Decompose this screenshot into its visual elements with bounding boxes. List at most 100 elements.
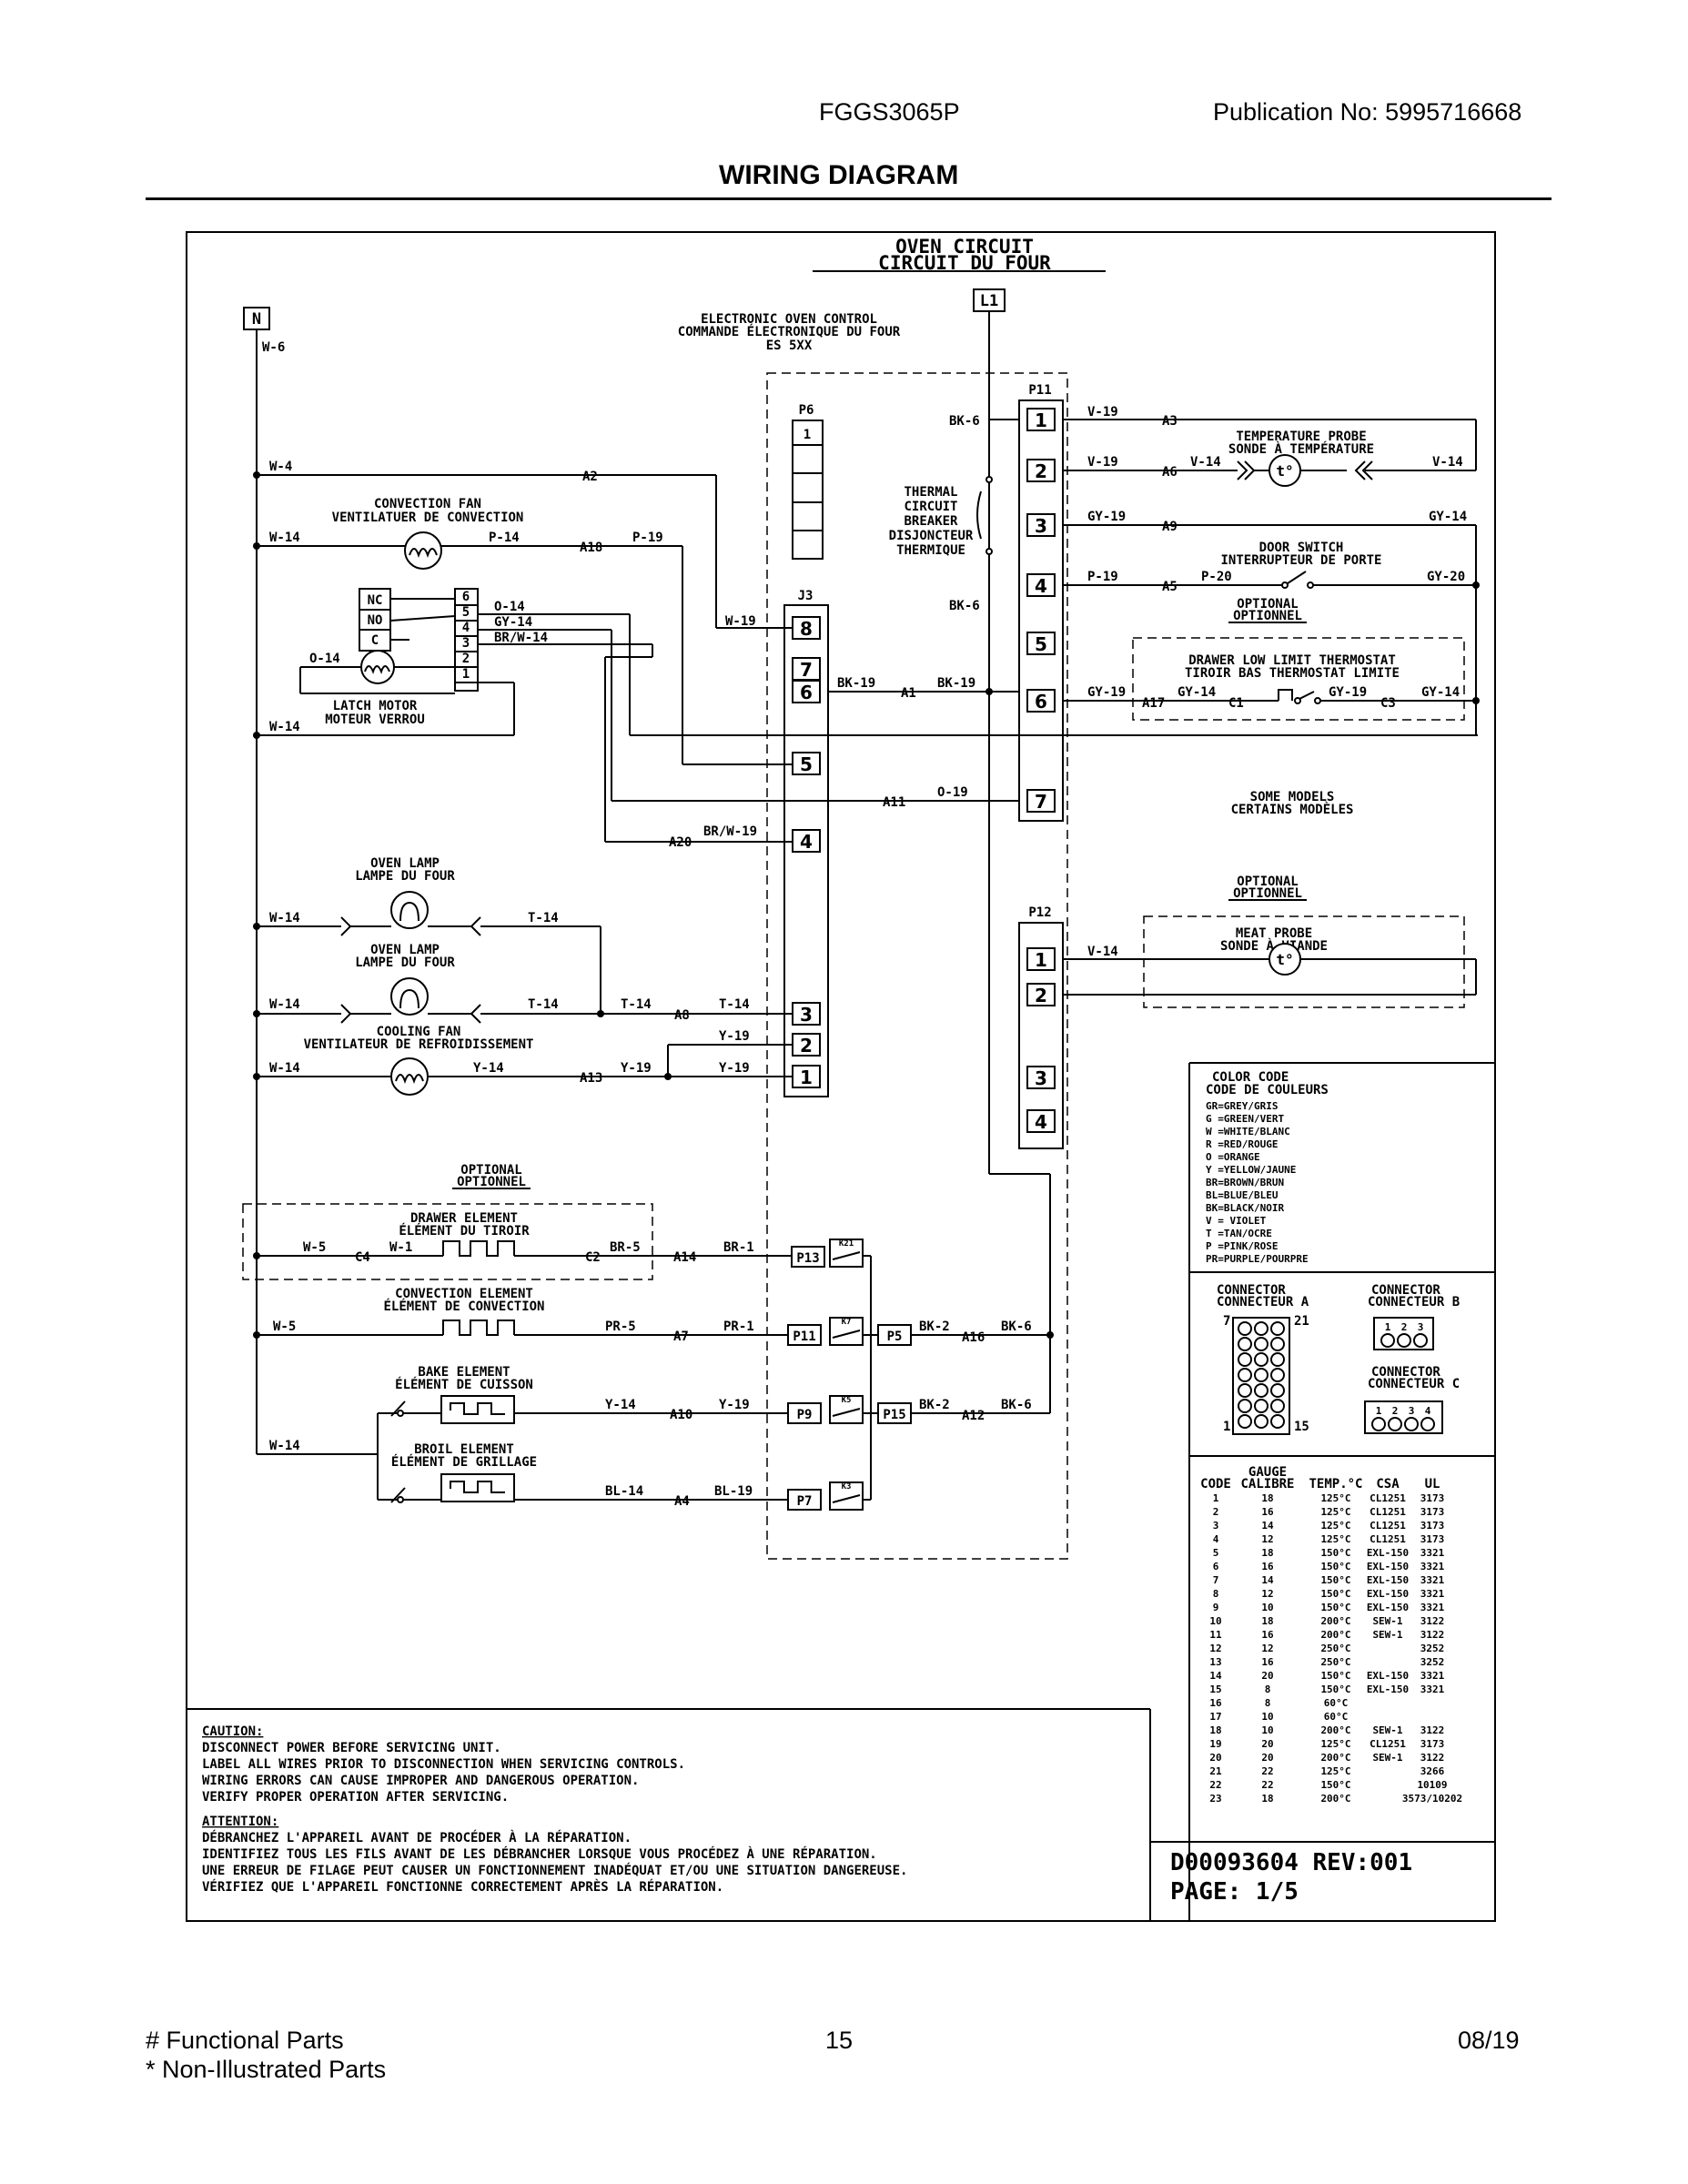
gauge-cell: 13 xyxy=(1209,1656,1221,1668)
color-code-entry: O =ORANGE xyxy=(1206,1151,1260,1163)
relay-connector xyxy=(791,1246,825,1268)
pin-number: 8 xyxy=(800,618,813,640)
color-code-entry: P =PINK/ROSE xyxy=(1206,1240,1278,1252)
oven-lamp-1-label-en: OVEN LAMP xyxy=(370,856,440,871)
color-code-entry: W =WHITE/BLANC xyxy=(1206,1126,1290,1138)
gauge-cell: EXL-150 xyxy=(1367,1574,1409,1586)
wire-label: Y-19 xyxy=(719,1061,750,1076)
gauge-cell: 200°C xyxy=(1320,1793,1350,1805)
optional-label-2-en: OPTIONAL xyxy=(1237,597,1298,612)
gauge-cell: 60°C xyxy=(1324,1711,1349,1723)
connector-b-cavity xyxy=(1397,1333,1411,1348)
gauge-cell: 3321 xyxy=(1420,1574,1445,1586)
line-label: L1 xyxy=(980,292,998,310)
gauge-cell: 3173 xyxy=(1420,1492,1445,1504)
gauge-cell: CL1251 xyxy=(1370,1533,1406,1545)
wire-label: BR/W-14 xyxy=(494,631,548,645)
gauge-cell: 18 xyxy=(1261,1547,1273,1559)
conv-fan-label-en: CONVECTION FAN xyxy=(374,497,481,511)
gauge-cell: EXL-150 xyxy=(1367,1547,1409,1559)
wire-label: GY-19 xyxy=(1087,685,1126,700)
wire-label: A16 xyxy=(962,1330,985,1345)
connector-a-cavity xyxy=(1254,1414,1269,1429)
gauge-cell: SEW-1 xyxy=(1372,1724,1402,1736)
connector-pin xyxy=(1026,459,1056,482)
gauge-cell: 12 xyxy=(1261,1533,1273,1545)
connector-c-cavity xyxy=(1388,1417,1402,1431)
wire-label: A2 xyxy=(582,470,598,484)
gauge-cell: 3122 xyxy=(1420,1724,1445,1736)
meat-probe-label-en: MEAT PROBE xyxy=(1236,926,1312,941)
oven-lamp-2 xyxy=(390,977,429,1016)
relay-connector xyxy=(787,1402,822,1424)
connector-a-cavity xyxy=(1238,1383,1252,1398)
footer-functional-parts: # Functional Parts xyxy=(146,2027,344,2054)
connector-pin xyxy=(1026,408,1056,431)
gauge-col-temp: TEMP.°C xyxy=(1309,1477,1362,1491)
p6-connector xyxy=(792,420,824,560)
conv-element-label-fr: ÉLÉMENT DE CONVECTION xyxy=(383,1299,544,1314)
gauge-cell: 3321 xyxy=(1420,1670,1445,1682)
color-code-entry: BK=BLACK/NOIR xyxy=(1206,1202,1284,1214)
connector-pin xyxy=(1026,573,1056,597)
wire-label: Y-19 xyxy=(719,1398,750,1412)
gauge-cell: 20 xyxy=(1209,1752,1221,1764)
wire-label: V-19 xyxy=(1087,405,1118,420)
wire-label: W-14 xyxy=(269,720,300,734)
relay-code: K3 xyxy=(842,1482,852,1491)
connector-a-cavity xyxy=(1270,1321,1285,1336)
j3-connector xyxy=(783,604,829,1097)
gauge-cell: 14 xyxy=(1261,1574,1274,1586)
connector-a-cavity xyxy=(1270,1414,1285,1429)
wire-label: W-19 xyxy=(725,614,756,629)
gauge-cell: 18 xyxy=(1261,1793,1273,1805)
caution-line: DISCONNECT POWER BEFORE SERVICING UNIT. xyxy=(202,1741,501,1755)
connector-a-cavity xyxy=(1270,1352,1285,1367)
connector-pin xyxy=(1026,689,1056,713)
wire-label: A12 xyxy=(962,1409,985,1423)
wire-label: BR-1 xyxy=(723,1240,754,1255)
wire-label: W-5 xyxy=(303,1240,326,1255)
door-switch xyxy=(1287,571,1307,584)
connector-c-cavity xyxy=(1404,1417,1419,1431)
gauge-col-code: CODE xyxy=(1200,1477,1231,1491)
wire-label: V-14 xyxy=(1087,945,1118,959)
wire-label: GY-14 xyxy=(1429,510,1467,524)
wire-label: A18 xyxy=(580,541,602,555)
wire-label: A3 xyxy=(1162,414,1178,429)
drawer-element-label-fr: ÉLÉMENT DU TIROIR xyxy=(399,1223,530,1239)
gauge-cell: 150°C xyxy=(1320,1602,1350,1613)
connector-a-pin: 21 xyxy=(1294,1314,1309,1329)
attention-title: ATTENTION: xyxy=(202,1815,278,1829)
connector-a-cavity xyxy=(1270,1399,1285,1413)
drawer-element-label-en: DRAWER ELEMENT xyxy=(410,1211,518,1226)
wire-label: A5 xyxy=(1162,580,1178,594)
gauge-cell: CL1251 xyxy=(1370,1738,1406,1750)
convection-fan-motor xyxy=(404,531,442,570)
conv-element-label-en: CONVECTION ELEMENT xyxy=(395,1287,533,1301)
terminal-number: 2 xyxy=(462,652,470,666)
pin-number: 4 xyxy=(800,831,813,853)
gauge-cell: 3173 xyxy=(1420,1533,1445,1545)
gauge-cell: 16 xyxy=(1209,1697,1222,1709)
connector-pin xyxy=(1026,789,1056,813)
control-board-outline xyxy=(766,372,1068,1560)
drawer-thermostat xyxy=(1278,689,1293,701)
pin-number: 2 xyxy=(1035,985,1047,1006)
control-label-model: ES 5XX xyxy=(766,339,813,353)
wire-label: A7 xyxy=(673,1330,689,1344)
gauge-cell: 9 xyxy=(1213,1602,1219,1613)
connector-a-cavity xyxy=(1270,1368,1285,1382)
optional-label-1-en: OPTIONAL xyxy=(460,1163,521,1178)
gauge-cell: 3 xyxy=(1213,1520,1219,1532)
wire-label: GY-19 xyxy=(1087,510,1126,524)
wire-label: A10 xyxy=(670,1408,692,1422)
gauge-cell: 11 xyxy=(1209,1629,1222,1641)
svg-text:1: 1 xyxy=(804,428,811,442)
drawer-element xyxy=(442,1240,515,1257)
connector-a-cavity xyxy=(1238,1337,1252,1351)
gauge-cell: 125°C xyxy=(1320,1738,1350,1750)
caution-line: WIRING ERRORS CAN CAUSE IMPROPER AND DAN… xyxy=(202,1774,639,1788)
connector-a-pin: 1 xyxy=(1223,1420,1230,1434)
gauge-cell: CL1251 xyxy=(1370,1492,1406,1504)
